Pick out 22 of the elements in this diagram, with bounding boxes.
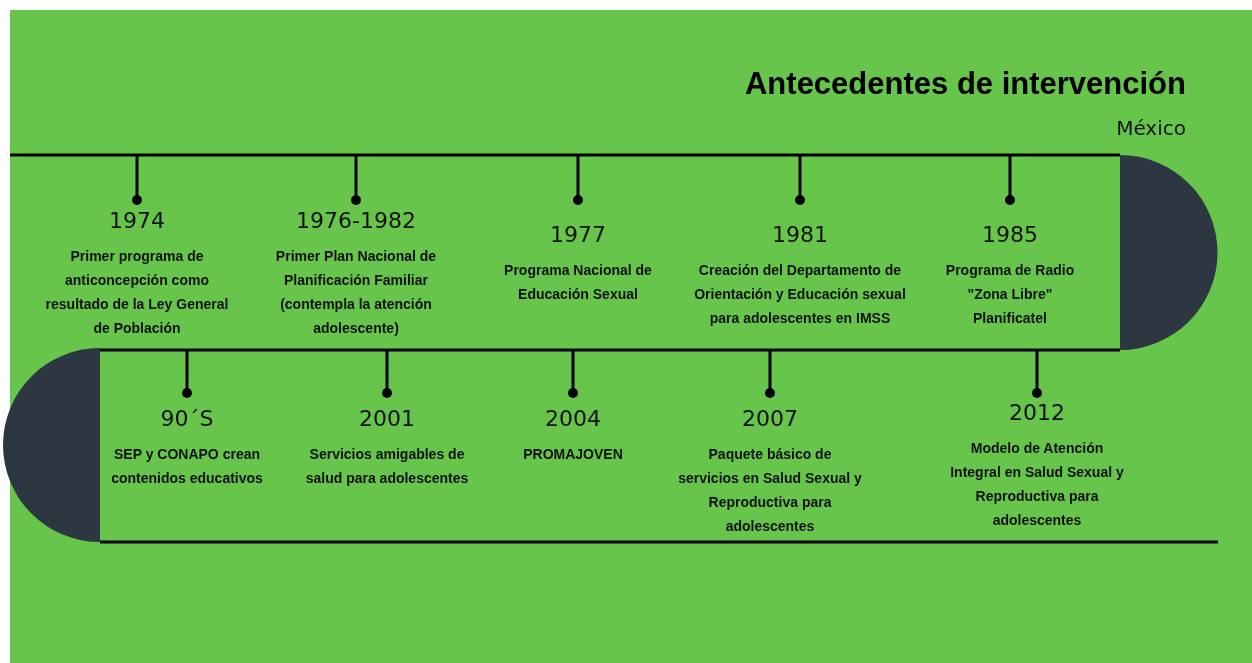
- event-description: SEP y CONAPO crean contenidos educativos: [110, 445, 264, 488]
- year-label: 1974: [109, 208, 165, 234]
- year-label: 2012: [1009, 400, 1065, 426]
- year-label: 90´S: [160, 406, 214, 432]
- title: Antecedentes de intervención: [744, 66, 1186, 102]
- event-description: Servicios amigables de salud para adolescentes: [304, 445, 470, 488]
- event-description: Modelo de Atención Integral en Salud Sexual y Reproductiva para adolescentes: [949, 439, 1125, 530]
- year-label: 1977: [550, 222, 606, 248]
- year-label: 1985: [982, 222, 1038, 248]
- event-description: Creación del Departamento de Orientación y Educación sexual para adolescentes en IMSS: [693, 261, 907, 328]
- year-label: 1976-1982: [296, 208, 416, 234]
- year-label: 2007: [742, 406, 798, 432]
- year-label: 1981: [772, 222, 828, 248]
- event-description: PROMAJOVEN: [522, 445, 624, 464]
- year-label: 2001: [359, 406, 415, 432]
- event-description: Programa de Radio "Zona Libre" Planificatel: [944, 261, 1076, 328]
- year-label: 2004: [545, 406, 601, 432]
- event-description: Programa Nacional de Educación Sexual: [503, 261, 653, 304]
- event-description: Primer Plan Nacional de Planificación Familiar (contempla la atención adolescente): [274, 247, 438, 338]
- subtitle: México: [1116, 116, 1186, 140]
- event-description: Paquete básico de servicios en Salud Sexual y Reproductiva para adolescentes: [677, 445, 863, 536]
- event-description: Primer programa de anticoncepción como resultado de la Ley General de Población: [44, 247, 230, 338]
